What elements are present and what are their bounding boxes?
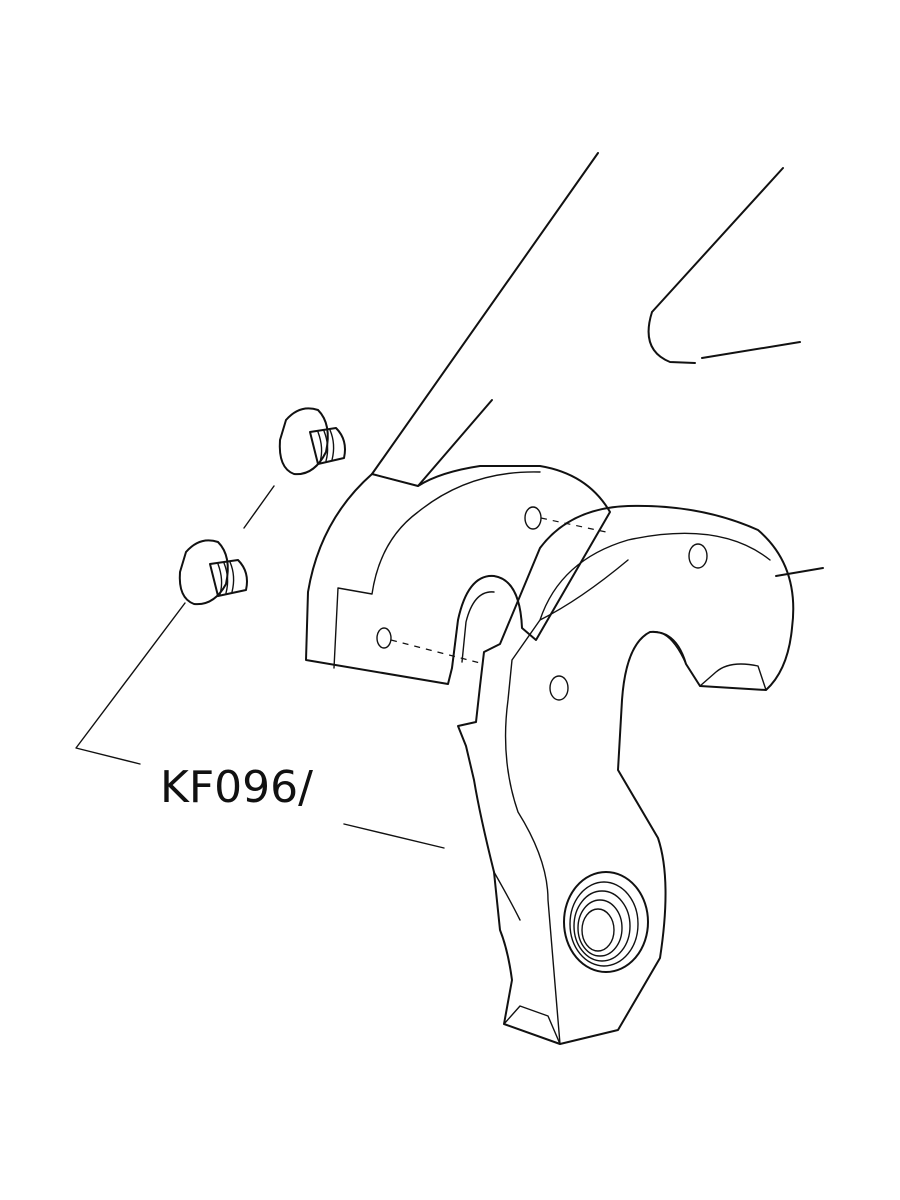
mounting-bolt-upper xyxy=(278,407,346,476)
bolt-head-lower xyxy=(178,539,229,606)
part-number-label: KF096/ xyxy=(160,762,313,813)
bolt-thread-rings-lower xyxy=(217,561,235,595)
hanger-lower-edge xyxy=(493,871,561,1045)
threaded-hole-ring-2 xyxy=(573,890,631,962)
dropout-inner-face xyxy=(333,471,541,669)
hanger-front-face-edge xyxy=(504,532,771,1045)
hanger-threaded-hole xyxy=(563,871,649,973)
frame-dropout xyxy=(305,465,611,685)
leader-bolt-upper xyxy=(243,485,275,529)
dropout-bolt-hole-lower xyxy=(376,627,392,649)
hanger-hook-edge xyxy=(649,630,767,691)
derailleur-hanger xyxy=(457,504,795,1045)
frame-tubes xyxy=(371,152,824,577)
leader-bolt-lower xyxy=(75,602,186,765)
chainstay-upper-line xyxy=(371,152,599,475)
alignment-line-lower xyxy=(390,639,485,665)
hanger-bolt-hole-upper xyxy=(688,543,708,569)
leader-lines xyxy=(75,485,445,849)
bolt-thread-upper xyxy=(309,427,346,465)
threaded-hole-ring-3 xyxy=(577,899,623,957)
bolt-thread-lower xyxy=(209,559,248,597)
threaded-hole-ring-1 xyxy=(569,881,639,967)
dropout-slot xyxy=(451,575,523,669)
leader-to-hanger xyxy=(343,823,445,849)
axle-line xyxy=(775,567,824,577)
seatstay-lower-line xyxy=(701,341,801,359)
bolt-thread-rings-upper xyxy=(317,429,335,463)
hanger-bolt-hole-lower xyxy=(549,675,569,701)
chainstay-lower-line xyxy=(417,399,493,487)
dropout-outline xyxy=(305,465,611,685)
dropout-bolt-hole-upper xyxy=(524,506,542,530)
bolt-head-upper xyxy=(278,407,329,476)
seatstay-line xyxy=(647,167,784,364)
threaded-hole-outer xyxy=(563,871,649,973)
threaded-hole-ring-4 xyxy=(581,908,615,952)
mounting-bolt-lower xyxy=(178,539,248,606)
